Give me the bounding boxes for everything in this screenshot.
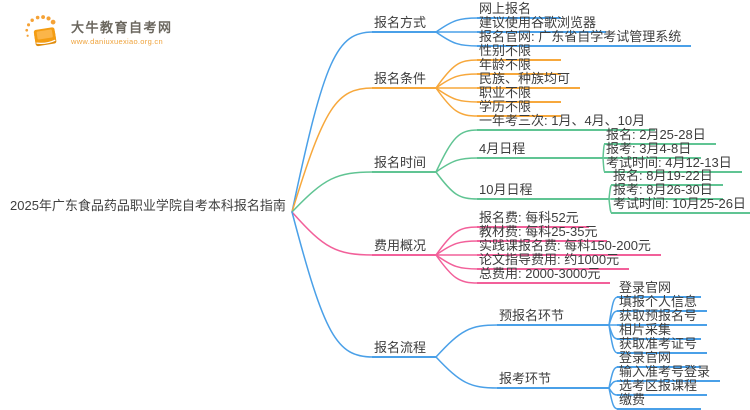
branch-registration-time[interactable]: 报名时间 (372, 155, 437, 173)
registration-method-node-0-1[interactable]: 建议使用谷歌浏览器 (477, 15, 607, 33)
registration-method-node-0-2[interactable]: 报名官网: 广东省自学考试管理系统 (477, 29, 692, 47)
site-logo[interactable]: 大牛教育自考网 www.daniuxuexiao.org.cn (24, 14, 173, 52)
registration-conditions-node-1-3[interactable]: 职业不限 (477, 85, 561, 103)
registration-time-node-2-2-0[interactable]: 报名: 8月19-22日 (611, 168, 723, 186)
registration-time-node-2-2[interactable]: 10月日程 (477, 182, 609, 200)
registration-process-node-4-0-1[interactable]: 填报个人信息 (617, 294, 708, 312)
fee-overview-node-3-3[interactable]: 论文指导费用: 约1000元 (477, 252, 630, 270)
mindmap-root-topic: 2025年广东食品药品职业学院自考本科报名指南 (10, 198, 286, 213)
registration-process-node-4-1-0[interactable]: 登录官网 (617, 350, 701, 368)
logo-url: www.daniuxuexiao.org.cn (71, 36, 163, 46)
registration-time-node-2-1-0[interactable]: 报名: 2月25-28日 (604, 127, 716, 145)
registration-process-node-4-0-4[interactable]: 获取准考证号 (617, 336, 708, 354)
fee-overview-node-3-4[interactable]: 总费用: 2000-3000元 (477, 266, 611, 284)
fee-overview-node-3-0[interactable]: 报名费: 每科52元 (477, 210, 589, 228)
branch-registration-method[interactable]: 报名方式 (372, 15, 437, 33)
logo-book-icon (25, 15, 57, 47)
registration-conditions-node-1-2[interactable]: 民族、种族均可 (477, 71, 581, 89)
registration-time-node-2-2-2[interactable]: 考试时间: 10月25-26日 (611, 196, 750, 214)
registration-conditions-node-1-4[interactable]: 学历不限 (477, 99, 561, 117)
registration-process-node-4-1-2[interactable]: 选考区报课程 (617, 378, 708, 396)
branch-registration-conditions[interactable]: 报名条件 (372, 71, 437, 89)
registration-conditions-node-1-0[interactable]: 性别不限 (477, 43, 561, 61)
registration-process-node-4-0-3[interactable]: 相片采集 (617, 322, 701, 340)
registration-time-node-2-1-1[interactable]: 报考: 3月4-8日 (604, 141, 702, 159)
registration-process-node-4-1-3[interactable]: 缴费 (617, 392, 701, 410)
registration-process-node-4-0[interactable]: 预报名环节 (497, 308, 609, 326)
registration-time-node-2-1-2[interactable]: 考试时间: 4月12-13日 (604, 155, 742, 173)
registration-method-node-0-0[interactable]: 网上报名 (477, 1, 561, 19)
logo-text-block: 大牛教育自考网 www.daniuxuexiao.org.cn (71, 20, 173, 47)
fee-overview-node-3-2[interactable]: 实践课报名费: 每科150-200元 (477, 238, 661, 256)
registration-time-node-2-2-1[interactable]: 报考: 8月26-30日 (611, 182, 723, 200)
registration-process-node-4-1[interactable]: 报考环节 (497, 371, 609, 389)
fee-overview-node-3-1[interactable]: 教材费: 每科25-35元 (477, 224, 608, 242)
registration-conditions-node-1-1[interactable]: 年龄不限 (477, 57, 561, 75)
registration-process-node-4-1-1[interactable]: 输入准考号登录 (617, 364, 721, 382)
registration-process-node-4-0-0[interactable]: 登录官网 (617, 280, 701, 298)
registration-time-node-2-0[interactable]: 一年考三次: 1月、4月、10月 (477, 113, 656, 131)
branch-registration-process[interactable]: 报名流程 (372, 340, 437, 358)
branch-fee-overview[interactable]: 费用概况 (372, 238, 437, 256)
registration-process-node-4-0-2[interactable]: 获取预报名号 (617, 308, 708, 326)
registration-time-node-2-1[interactable]: 4月日程 (477, 141, 603, 159)
logo-title: 大牛教育自考网 (71, 19, 173, 35)
